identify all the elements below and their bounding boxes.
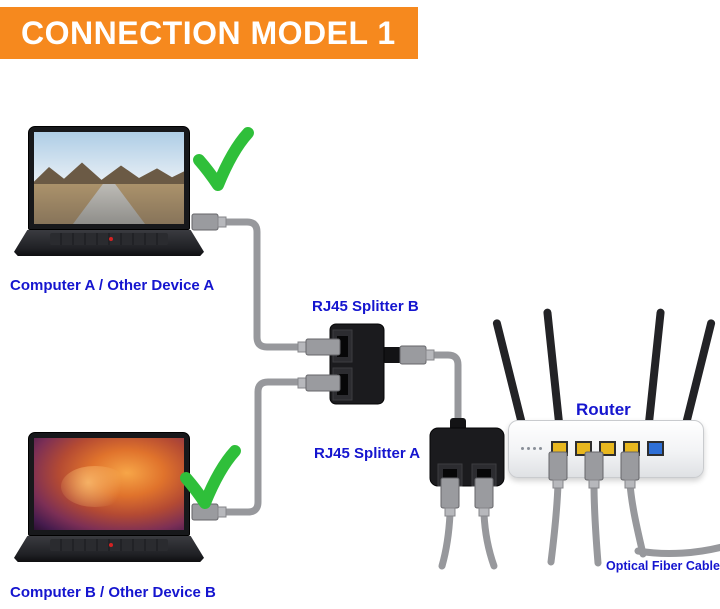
router-device — [508, 420, 704, 478]
splitter-b-label: RJ45 Splitter B — [312, 298, 419, 315]
laptop-screen — [28, 432, 190, 536]
rj45-splitter-a-device — [429, 418, 505, 487]
lan-port — [599, 441, 616, 456]
router-label: Router — [576, 400, 631, 419]
laptop-a-wallpaper — [34, 132, 184, 224]
computer-a-laptop — [14, 126, 204, 256]
ethernet-cable-splitter-link — [426, 351, 462, 428]
led-icon — [539, 447, 542, 450]
router-antenna-icon — [644, 308, 665, 433]
lan-port — [623, 441, 640, 456]
title-banner: CONNECTION MODEL 1 — [0, 7, 418, 59]
ethernet-cable-router-3 — [626, 480, 647, 558]
optical-fiber-label: Optical Fiber Cable — [606, 559, 720, 573]
trackpoint-dot — [109, 543, 113, 547]
router-leds — [521, 447, 542, 450]
lan-port — [575, 441, 592, 456]
rj45-port-hole — [477, 469, 491, 483]
rj45-plug — [297, 374, 341, 392]
splitter-cable-boot — [450, 418, 466, 432]
page-title: CONNECTION MODEL 1 — [21, 14, 396, 51]
ethernet-cable-router-2 — [590, 480, 602, 567]
ethernet-cable-splitter-a-out-2 — [480, 510, 498, 570]
router-antenna-icon — [492, 319, 528, 433]
ethernet-cable-computer-a — [222, 218, 304, 351]
rj45-port — [471, 463, 497, 487]
rj45-plug — [440, 477, 460, 517]
lan-port — [551, 441, 568, 456]
rj45-plug — [474, 477, 494, 517]
checkmark-icon — [186, 451, 235, 503]
wan-port — [647, 441, 664, 456]
splitter-cable-boot — [382, 347, 402, 363]
rj45-port-hole — [443, 469, 457, 483]
splitter-body — [329, 323, 385, 405]
rj45-port — [332, 367, 353, 401]
rj45-plug — [399, 345, 435, 365]
rj45-plug — [191, 213, 227, 231]
rj45-port — [437, 463, 463, 487]
ethernet-cable-splitter-a-out-1 — [438, 510, 454, 570]
checkmark-icon — [199, 133, 248, 185]
splitter-body — [429, 427, 505, 487]
laptop-keyboard-base — [14, 230, 204, 256]
rj45-splitter-b-device — [329, 323, 402, 405]
rj45-plug — [297, 338, 341, 356]
trackpoint-dot — [109, 237, 113, 241]
computer-a-label: Computer A / Other Device A — [10, 277, 215, 294]
rj45-plug — [191, 503, 227, 521]
led-icon — [533, 447, 536, 450]
laptop-b-wallpaper — [34, 438, 184, 530]
laptop-keyboard-base — [14, 536, 204, 562]
router-antenna-icon — [543, 308, 564, 433]
led-icon — [521, 447, 524, 450]
splitter-a-label: RJ45 Splitter A — [314, 445, 421, 462]
router-antenna-icon — [680, 319, 716, 433]
router-ports — [551, 441, 664, 456]
rj45-port-hole — [337, 374, 348, 395]
led-icon — [527, 447, 530, 450]
canyon-swirl-shape — [61, 465, 129, 507]
rj45-port — [332, 329, 353, 363]
optical-fiber-cable — [634, 543, 720, 557]
laptop-screen — [28, 126, 190, 230]
computer-b-laptop — [14, 432, 204, 562]
ethernet-cable-computer-b — [222, 378, 304, 516]
rj45-port-hole — [337, 336, 348, 357]
computer-b-label: Computer B / Other Device B — [10, 584, 216, 601]
ethernet-cable-router-1 — [547, 480, 562, 566]
